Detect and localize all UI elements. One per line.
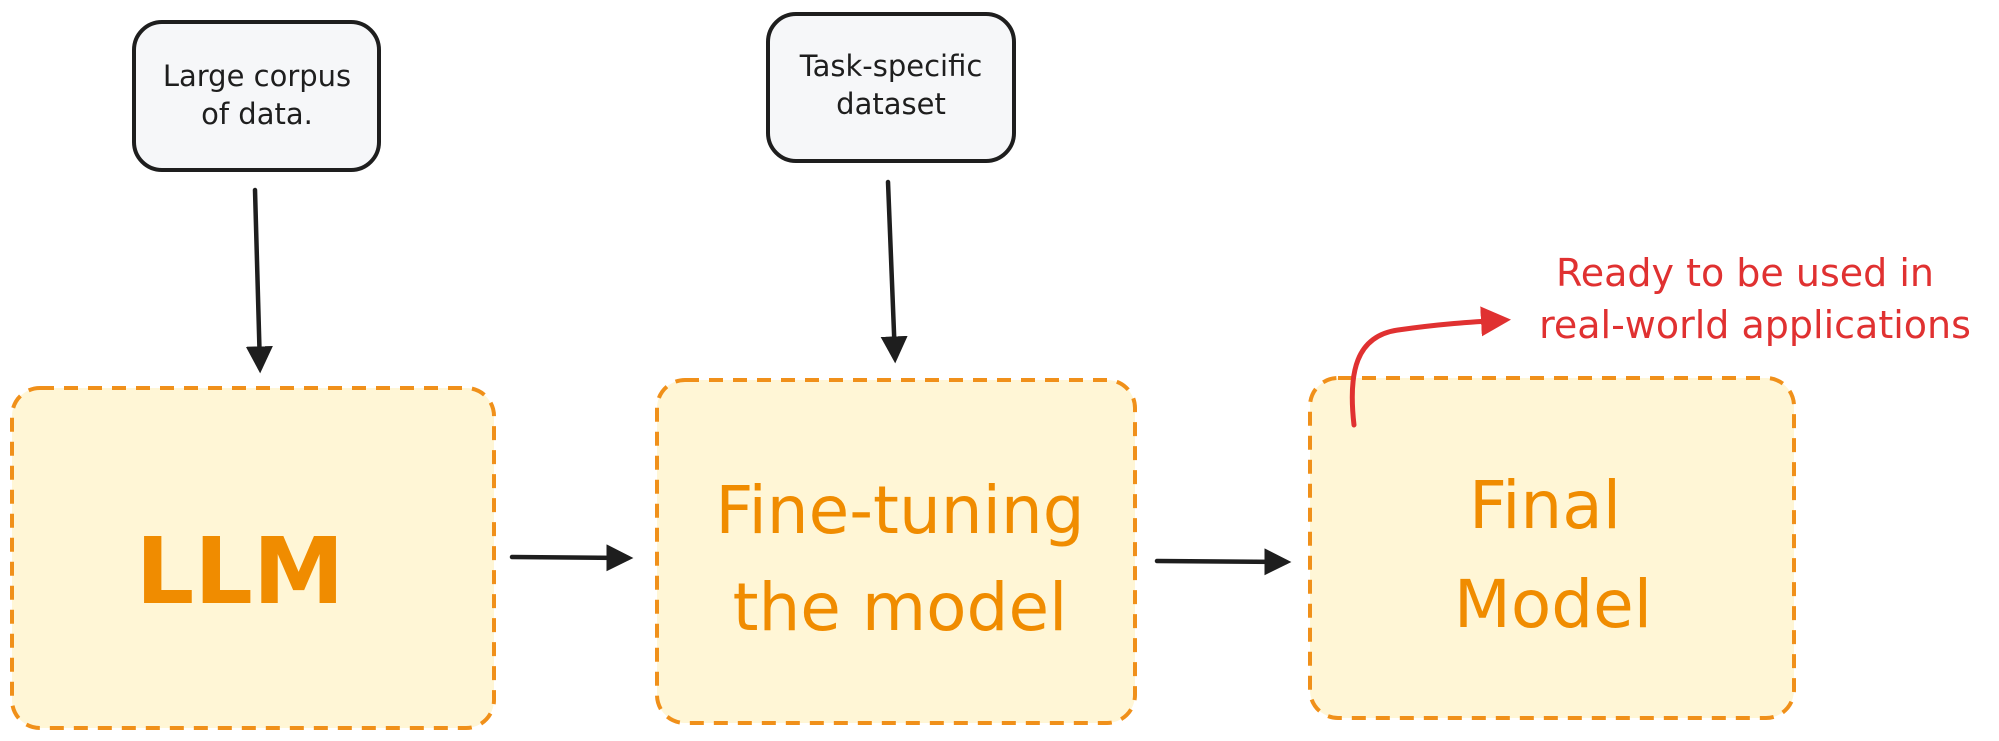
corpus-label-line1: Large corpus [163,59,351,93]
deployment-arrow [1349,306,1511,428]
task-dataset-label-line2: dataset [836,87,946,121]
annotation-line2: real-world applications [1539,303,1971,347]
llm-label: LLM [136,518,345,625]
finetuning-to-final-arrow [1154,548,1292,576]
final-model-stage-box: Final Model [1308,376,1796,720]
corpus-source-box: Large corpus of data. [132,20,381,172]
dataset-to-finetuning-arrow [880,179,908,364]
task-dataset-label-line1: Task-specific [799,49,983,83]
llm-to-finetuning-arrow [509,544,634,572]
final-model-label-line2: Model [1454,566,1652,643]
corpus-to-llm-arrow [245,187,273,374]
final-model-label-line1: Final [1469,467,1621,544]
annotation-line1: Ready to be used in [1556,251,1934,295]
fine-tuning-label-line2: the model [733,569,1068,646]
corpus-label-line2: of data. [201,97,313,131]
llm-stage-box: LLM [10,386,496,730]
fine-tuning-label-line1: Fine-tuning [715,472,1084,549]
task-dataset-source-box: Task-specific dataset [766,12,1016,163]
fine-tuning-stage-box: Fine-tuning the model [655,378,1137,725]
